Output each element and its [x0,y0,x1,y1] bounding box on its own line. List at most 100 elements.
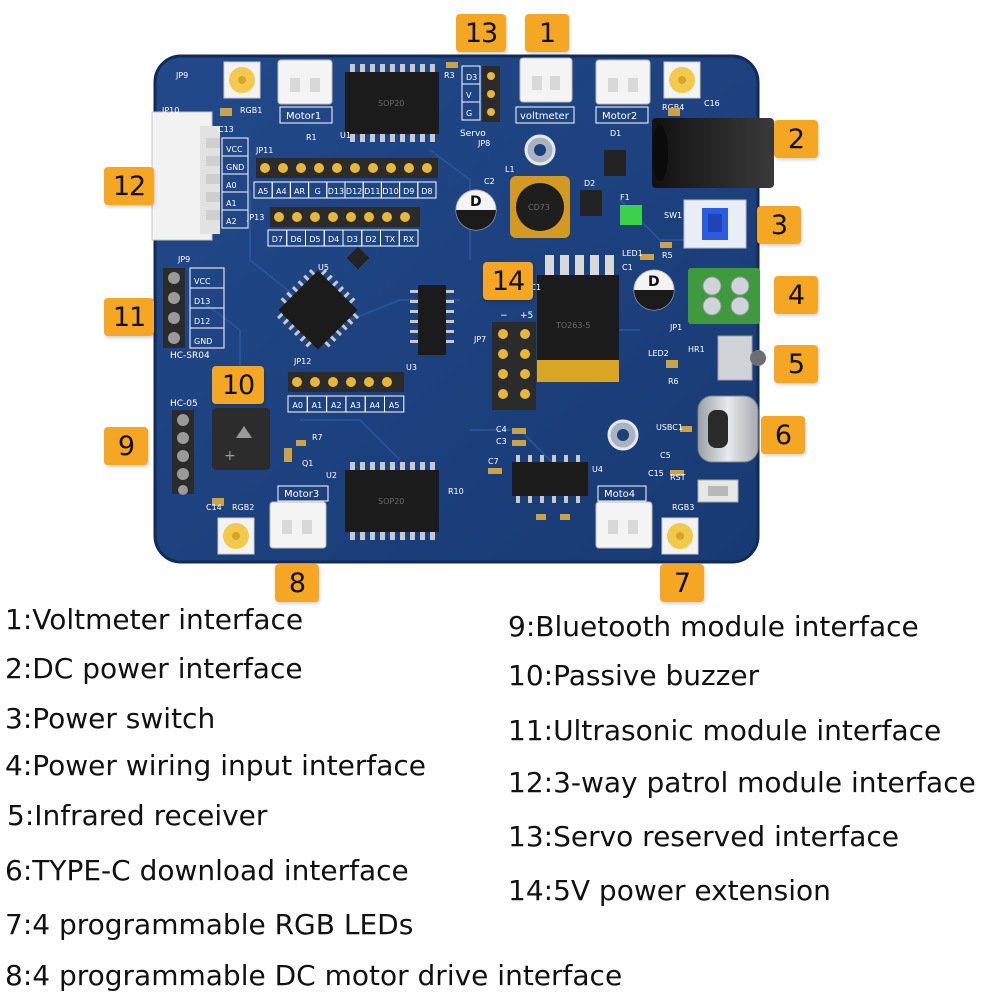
jp11-pin-box [417,181,437,199]
servo-pin-label: G [466,109,472,118]
patrol-connector [151,111,220,241]
legend-item-7: 7:4 programmable RGB LEDs [5,908,414,941]
rgb4-label: RGB4 [662,103,684,112]
svg-text:D: D [648,274,660,290]
jp13-pin-label: D7 [272,235,283,244]
jp13-pin-label: D2 [366,235,377,244]
callout-5: 5 [774,345,818,383]
callout-11: 11 [104,298,154,336]
header-jp12-pins [292,377,392,387]
ir-receiver [717,335,766,381]
legend-item-8: 8:4 programmable DC motor drive interfac… [5,959,623,992]
legend-item-11: 11:Ultrasonic module interface [508,714,942,747]
jp13-pin-label: D4 [328,235,339,244]
capacitor-c1: D [633,269,675,311]
legend-item-4: 4:Power wiring input interface [5,749,426,782]
sw1-label: SW1 [664,211,682,220]
jp9-pin-label: D13 [194,297,210,306]
jp11-pin-label: A5 [258,187,269,196]
jp9-label: JP9 [177,255,190,264]
header-jp9 [163,268,185,348]
legend-item-10: 10:Passive buzzer [508,659,760,692]
jp13-pin-label: TX [384,235,396,244]
legend-item-5: 5:Infrared receiver [7,799,268,832]
u1-label: U1 [340,131,351,140]
chip-u2-text: SOP20 [378,497,404,506]
legend-item-9: 9:Bluetooth module interface [508,610,919,643]
motor2-label: Motor2 [602,111,637,122]
rgb2-label: RGB2 [232,503,254,512]
motor1-label: Motor1 [286,111,321,122]
patrol-pin-label: VCC [226,145,243,154]
patrol-pin-label: GND [226,163,244,172]
c7-label: C7 [488,457,499,466]
jp13-pin-label: RX [403,235,415,244]
jp9-top-label: JP9 [175,71,188,80]
header-jp13-pins [274,212,410,222]
header-jp13 [270,207,420,227]
callout-7: 7 [660,564,704,602]
header-jp9-pins [168,272,180,344]
patrol-pin-label: A2 [226,217,237,226]
c3-label: C3 [496,437,507,446]
jp9-pin-label: D12 [194,317,210,326]
patrol-pin-label: A1 [226,199,237,208]
rgb1-label: RGB1 [240,106,262,115]
callout-3: 3 [757,206,801,244]
callout-13: 13 [456,14,506,52]
servo-pin-box [461,101,481,121]
l1-label: L1 [505,165,515,174]
motor-connectors [269,57,653,549]
inductor-l1 [510,176,570,238]
r7-label: R7 [312,433,323,442]
r3-label: R3 [444,71,455,80]
legend-item-13: 13:Servo reserved interface [508,820,899,853]
jp7-pin-label: − [500,311,508,321]
jp11-pin-label: D10 [382,187,398,196]
header-jp11 [256,158,438,178]
jp12-pin-label: A2 [331,401,342,410]
svg-text:+: + [224,448,236,464]
hc05-label: HC-05 [170,399,198,409]
patrol-pin-box [221,209,249,229]
jp13-label: JP13 [246,213,264,222]
callout-1: 1 [525,14,569,52]
jp10-label: JP10 [161,106,179,115]
c14-label: C14 [206,503,222,512]
terminal-block [688,268,760,324]
callout-6: 6 [761,416,805,454]
jp11-pin-label: G [315,187,321,196]
jp11-label: JP11 [255,146,273,155]
usbc1-label: USBC1 [656,423,683,432]
u4-label: U4 [592,465,603,474]
jp11-pin-label: D11 [364,187,380,196]
svg-text:D: D [470,194,482,210]
c2-label: C2 [484,177,495,186]
jp12-pin-label: A0 [292,401,303,410]
patrol-pin-label: A0 [226,181,237,190]
legend-item-2: 2:DC power interface [5,652,303,685]
header-jp11-pins [260,163,432,173]
buzzer: + [212,408,270,470]
callout-12: 12 [104,167,154,205]
legend-item-12: 12:3-way patrol module interface [508,766,976,799]
callout-8: 8 [275,564,319,602]
servo-label: Servo [460,129,486,139]
rst-label: RST [670,473,686,482]
u3-label: U3 [406,363,417,372]
rgb-leds [217,61,701,555]
fuse-f1 [620,205,642,225]
jp8-label: JP8 [477,139,490,148]
r5-label: R5 [662,251,673,260]
jp13-pin-box [398,229,419,247]
chip-u2 [345,462,439,540]
c4-label: C4 [496,425,507,434]
smd-parts [212,62,692,520]
chip-u5 [276,268,360,350]
c15-label: C15 [648,469,664,478]
f1-label: F1 [620,193,630,202]
jp9-name-label: HC-SR04 [170,351,210,361]
mounting-holes [524,134,639,451]
jp13-pin-label: D6 [291,235,302,244]
jp11-pin-label: D9 [403,187,414,196]
